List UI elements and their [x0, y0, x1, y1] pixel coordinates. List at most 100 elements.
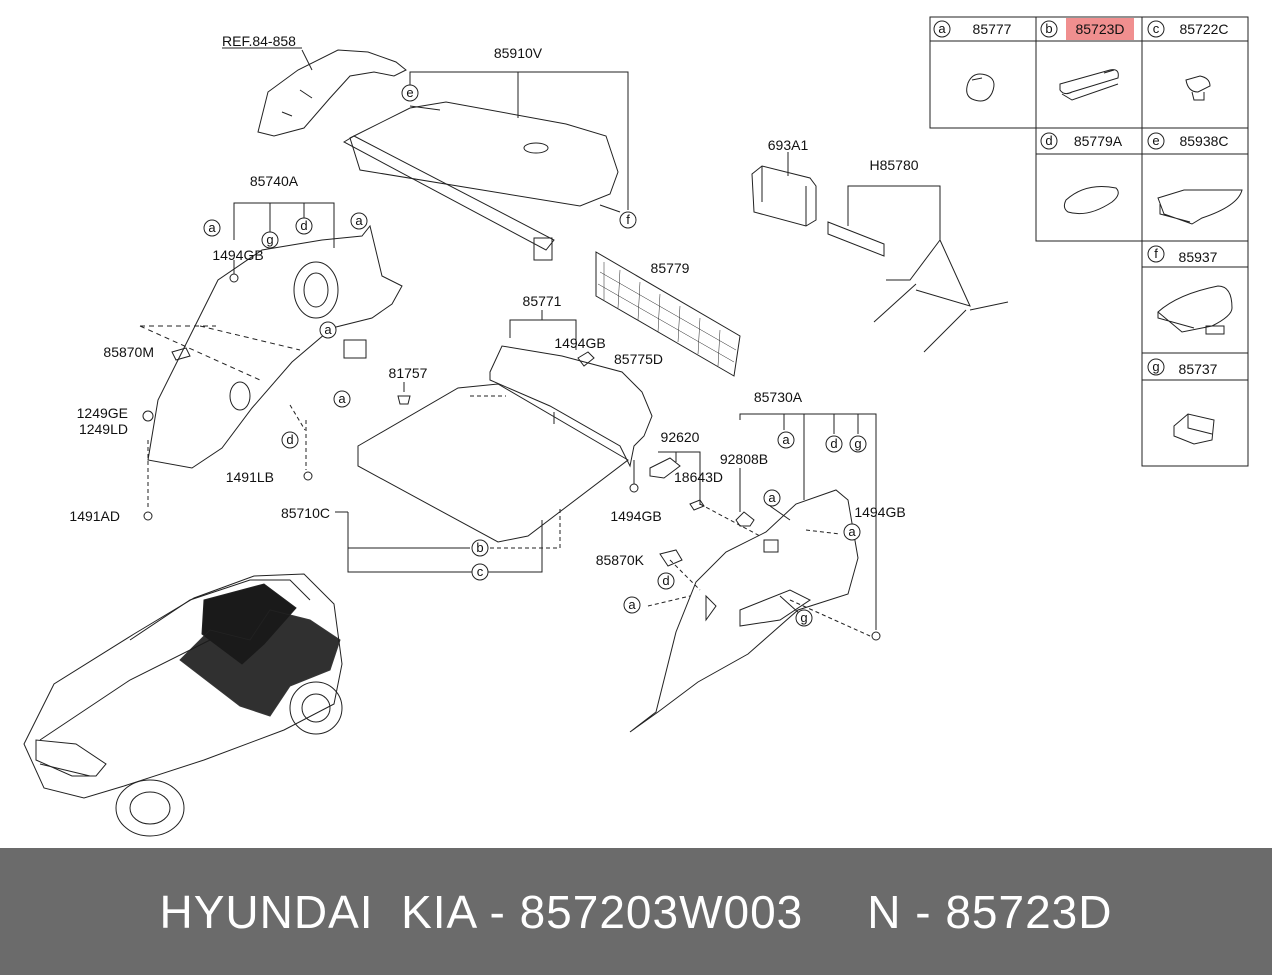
- part-85910V: 85910V: [494, 45, 543, 61]
- part-81757: 81757: [389, 365, 428, 381]
- callout-a-letter: a: [768, 490, 776, 505]
- part-1491LB: 1491LB: [226, 469, 274, 485]
- luggage-board-cover: [489, 345, 653, 468]
- legend-callout-d: [1040, 132, 1058, 150]
- callout-b-letter: b: [476, 540, 483, 555]
- legend-callout-b: [1040, 20, 1058, 38]
- part-85740A: 85740A: [250, 173, 299, 189]
- callout-d-right2: [657, 572, 675, 590]
- callout-g-left: [261, 231, 279, 249]
- part-1249GE: 1249GE: [77, 405, 128, 421]
- part-1494GB-left: 1494GB: [212, 247, 263, 263]
- callout-a-low: [333, 390, 351, 408]
- hook-icon-e: [1157, 189, 1243, 225]
- callout-e-letter: e: [406, 85, 413, 100]
- luggage-floor-board: [357, 383, 629, 543]
- callout-c-letter: c: [477, 564, 484, 579]
- legend-callout-g: [1147, 358, 1165, 376]
- part-85779: 85779: [651, 260, 690, 276]
- callout-g-right2: [795, 609, 813, 627]
- legend-letter-b: b: [1045, 21, 1052, 36]
- upper-trim-panel: [257, 49, 407, 137]
- part-85771: 85771: [523, 293, 562, 309]
- part-85775D: 85775D: [614, 351, 663, 367]
- callout-a-letter: a: [208, 220, 216, 235]
- callout-a-letter: a: [324, 322, 332, 337]
- legend-callout-c: [1147, 20, 1165, 38]
- cargo-net: [595, 251, 741, 377]
- callout-a-letter: a: [355, 213, 363, 228]
- callout-d-right: [825, 435, 843, 453]
- cargo-cover: [349, 101, 619, 207]
- part-1494GB-mid: 1494GB: [554, 335, 605, 351]
- callout-f-letter: f: [626, 212, 630, 227]
- callout-a-letter: a: [782, 432, 790, 447]
- warning-kit-box: [751, 165, 817, 227]
- callout-a-right3: [843, 523, 861, 541]
- legend-letter-a: a: [938, 21, 946, 36]
- part-18643D: 18643D: [674, 469, 723, 485]
- legend-letter-d: d: [1045, 133, 1052, 148]
- callout-d-left: [295, 217, 313, 235]
- clip-icon-g: [1173, 413, 1215, 445]
- legend-part-c: 85722C: [1179, 21, 1228, 37]
- legend-callout-e: [1147, 132, 1165, 150]
- callout-b: [471, 539, 489, 557]
- callout-c: [471, 563, 489, 581]
- right-quarter-trim: [629, 489, 859, 733]
- footer-bar: HYUNDAI KIA - 857203W003 N - 85723D: [0, 848, 1272, 975]
- callout-d-letter: d: [286, 432, 293, 447]
- part-92808B: 92808B: [720, 451, 768, 467]
- strap-icon-b: [1059, 69, 1119, 101]
- footer-code: N - 85723D: [867, 885, 1113, 938]
- callout-d-letter: d: [830, 436, 837, 451]
- legend-part-d: 85779A: [1074, 133, 1123, 149]
- callout-g-letter: g: [266, 232, 273, 247]
- legend-letter-g: g: [1152, 359, 1159, 374]
- legend-letter-e: e: [1152, 133, 1159, 148]
- callout-a-letter: a: [628, 597, 636, 612]
- parts-diagram: e f a g d a a a d b c a d g a a d a g a …: [23, 16, 1249, 837]
- legend-part-f: 85937: [1179, 249, 1218, 265]
- highlight-cell: [1066, 18, 1134, 40]
- part-85710C: 85710C: [281, 505, 330, 521]
- clip-icon-c: [1185, 75, 1211, 101]
- legend-part-b: 85723D: [1075, 21, 1124, 37]
- callout-a-right2: [763, 489, 781, 507]
- ref-label: REF.84-858: [222, 33, 296, 49]
- diagram-canvas: e f a g d a a a d b c a d g a a d a g a …: [23, 16, 1249, 837]
- callout-e: [401, 84, 419, 102]
- left-quarter-trim: [147, 224, 403, 469]
- callout-a-right: [777, 431, 795, 449]
- legend-part-g: 85737: [1179, 361, 1218, 377]
- callout-a-mid: [319, 321, 337, 339]
- callout-a-letter: a: [848, 524, 856, 539]
- footer-part-number: HYUNDAI KIA - 857203W003: [159, 885, 804, 938]
- part-92620: 92620: [661, 429, 700, 445]
- legend-part-e: 85938C: [1179, 133, 1228, 149]
- callout-f-cover: [619, 211, 637, 229]
- clip-icon-a: [966, 73, 995, 102]
- vehicle-illustration: [23, 573, 343, 837]
- callout-a-letter: a: [338, 391, 346, 406]
- part-1494GB-low: 1494GB: [610, 508, 661, 524]
- part-1491AD: 1491AD: [69, 508, 120, 524]
- part-693A1: 693A1: [768, 137, 809, 153]
- legend-letter-c: c: [1153, 21, 1160, 36]
- warning-triangle: [827, 221, 885, 257]
- clip-icon-d: [1063, 186, 1119, 215]
- part-1249LD: 1249LD: [79, 421, 128, 437]
- callout-g-letter: g: [854, 436, 861, 451]
- part-85870K: 85870K: [596, 552, 645, 568]
- part-85870M: 85870M: [103, 344, 154, 360]
- legend-letter-f: f: [1154, 246, 1158, 261]
- part-1494GB-right: 1494GB: [854, 504, 905, 520]
- callout-d-letter: d: [662, 573, 669, 588]
- callout-g-right: [849, 435, 867, 453]
- legend-grid: [929, 16, 1249, 467]
- callout-d-low: [281, 431, 299, 449]
- callout-g-letter: g: [800, 610, 807, 625]
- legend-callout-f: [1147, 245, 1165, 263]
- callout-a-right4: [623, 596, 641, 614]
- hook-icon-f: [1157, 285, 1233, 335]
